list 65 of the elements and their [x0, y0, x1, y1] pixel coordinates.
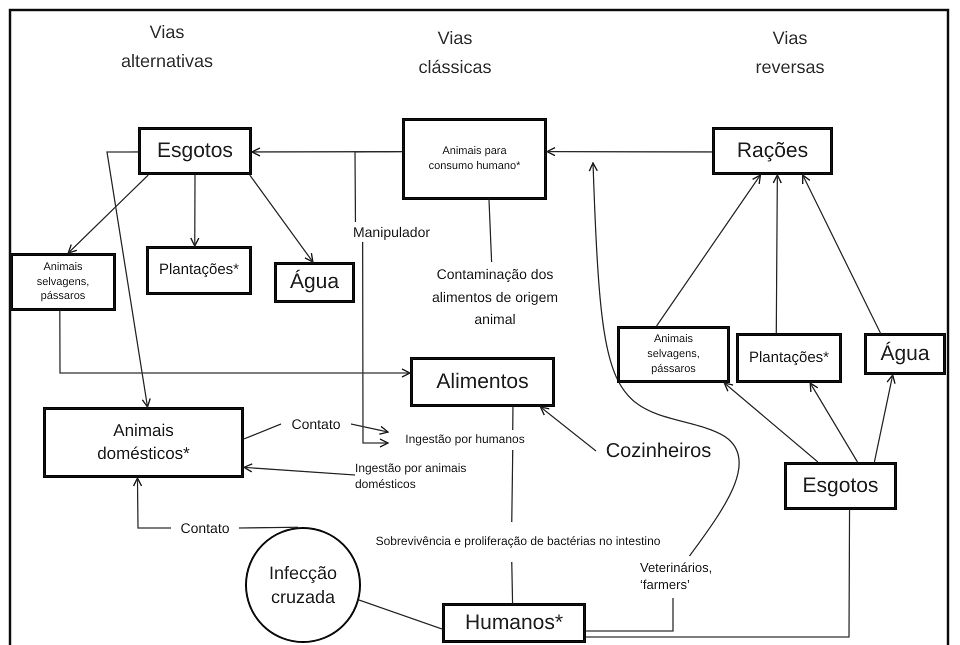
process-box: [712, 127, 833, 175]
arrow: [546, 146, 712, 156]
arrow: [59, 311, 411, 378]
connector-line: [511, 450, 514, 522]
box-label: Água: [290, 268, 340, 296]
box-label: Plantações*: [748, 348, 830, 368]
box-label: Animais selvagens, pássaros: [36, 260, 90, 304]
arrow: [132, 477, 171, 529]
box-label: Infecção cruzada: [268, 562, 338, 609]
arrow: [656, 174, 762, 326]
process-box: [736, 333, 842, 383]
arrow: [243, 463, 356, 476]
connector-line: [586, 598, 674, 632]
arrow: [772, 174, 782, 333]
connector-line: [244, 423, 282, 440]
process-box: [617, 326, 730, 383]
box-label: Esgotos: [802, 472, 878, 499]
connector-line: [354, 150, 402, 222]
arrow: [362, 242, 389, 448]
box-label: Água: [880, 340, 930, 367]
process-box: [442, 603, 586, 643]
process-box: [146, 246, 252, 295]
flow-label: Cozinheiros: [596, 438, 721, 464]
box-label: Alimentos: [436, 368, 529, 395]
flow-label: Contato: [281, 414, 351, 434]
process-box: [864, 333, 946, 375]
arrow: [588, 162, 740, 556]
connector-line: [358, 599, 442, 630]
box-label: Esgotos: [157, 138, 233, 164]
arrow: [540, 406, 596, 452]
arrow: [874, 374, 896, 462]
column-heading: Vias clássicas: [417, 27, 493, 79]
flow-label: Contato: [171, 518, 239, 538]
arrow: [249, 174, 314, 263]
arrow: [724, 382, 818, 462]
column-heading: Vias alternativas: [120, 21, 214, 73]
process-box: [274, 262, 355, 303]
connector-line: [488, 200, 492, 262]
arrow: [190, 175, 200, 247]
process-box: [138, 127, 252, 175]
arrow: [68, 174, 149, 254]
connector-line: [511, 562, 514, 604]
process-box: [10, 253, 116, 311]
box-label: Animais domésticos*: [96, 420, 191, 464]
box-label: Rações: [736, 138, 808, 164]
arrow: [350, 423, 389, 435]
connector-line: [586, 510, 850, 638]
box-label: Humanos*: [464, 610, 564, 636]
box-label: Plantações*: [158, 260, 240, 280]
flow-label: Contaminação dos alimentos de origem animal: [410, 262, 580, 332]
process-box: [410, 357, 555, 407]
process-box: [784, 462, 897, 510]
flow-label: Ingestão por humanos: [388, 430, 542, 450]
connector-line: [239, 526, 298, 529]
flow-label: Manipulador: [340, 222, 443, 242]
box-label: Animais para consumo humano*: [428, 144, 522, 174]
process-box: [402, 118, 547, 200]
process-box: [43, 407, 244, 478]
connector-line: [512, 407, 514, 430]
flow-label: Ingestão por animais domésticos: [355, 457, 505, 497]
column-heading: Vias reversas: [754, 27, 826, 79]
arrow: [802, 174, 881, 334]
arrow: [810, 382, 858, 462]
arrow: [106, 151, 151, 408]
box-label: Animais selvagens, pássaros: [646, 332, 701, 377]
